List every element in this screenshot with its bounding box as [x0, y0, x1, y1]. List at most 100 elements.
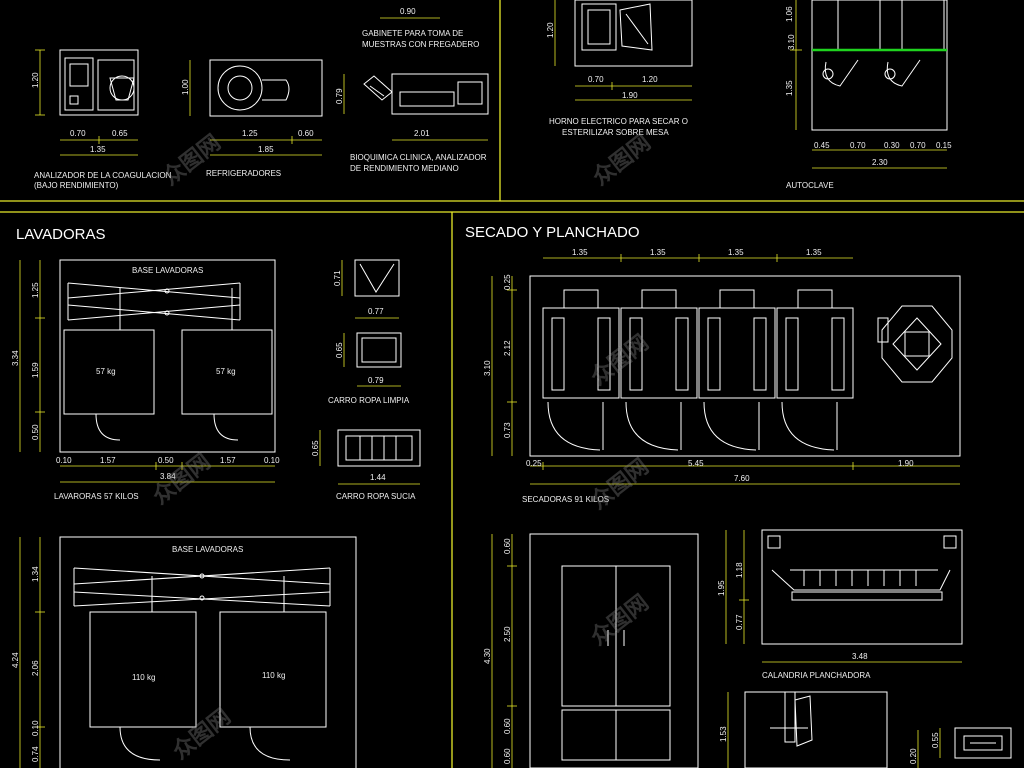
top-left-equipment [59, 49, 489, 117]
dim-label: 1.20 [31, 72, 40, 88]
dim-label: 0.10 [264, 456, 280, 465]
secado-title: SECADO Y PLANCHADO [465, 224, 640, 241]
dim-label: 0.10 [56, 456, 72, 465]
calandria-text: 1.95 1.18 0.77 3.48 CALANDRIA PLANCHADOR… [717, 562, 871, 680]
dim-label: 1.90 [622, 91, 638, 100]
dim-label: 0.90 [400, 7, 416, 16]
dim-label: 3.10 [787, 34, 796, 50]
dim-label: 0.25 [503, 274, 512, 290]
dim-label: 1.35 [785, 80, 794, 96]
refrigeradores-label: REFRIGERADORES [206, 169, 281, 178]
dim-label: 0.74 [31, 746, 40, 762]
dim-label: 1.95 [717, 580, 726, 596]
dim-label: 1.44 [370, 473, 386, 482]
dim-label: 0.79 [368, 376, 384, 385]
bioquimica-label-1: BIOQUIMICA CLINICA, ANALIZADOR [350, 153, 487, 162]
lavadoras-57-dimensions [19, 260, 420, 485]
dim-label: 0.60 [503, 718, 512, 734]
dim-label: 1.53 [719, 726, 728, 742]
dim-label: 0.25 [526, 459, 542, 468]
calandria-label: CALANDRIA PLANCHADORA [762, 671, 871, 680]
secadoras-plan [529, 275, 961, 457]
lavadoras-110-text: BASE LAVADORAS 110 kg 110 kg 4.24 1.34 2… [11, 545, 285, 762]
carro-sucia-label: CARRO ROPA SUCIA [336, 492, 416, 501]
base-lavadoras-label: BASE LAVADORAS [172, 545, 243, 554]
horno-label-1: HORNO ELECTRICO PARA SECAR O [549, 117, 688, 126]
dim-label: 0.50 [31, 424, 40, 440]
dim-label: 0.65 [311, 440, 320, 456]
capacity-label: 110 kg [132, 673, 155, 682]
dim-label: 1.35 [728, 248, 744, 257]
top-left-dimensions [35, 17, 488, 156]
dim-label: 1.57 [220, 456, 236, 465]
gabinete-label-1: GABINETE PARA TOMA DE [362, 29, 463, 38]
cabinet-text: 4.30 0.60 2.50 0.60 0.60 [483, 538, 512, 764]
secadoras-text: 1.35 1.35 1.35 1.35 3.10 0.25 2.12 0.73 … [483, 248, 914, 504]
dim-label: 0.60 [503, 748, 512, 764]
dim-label: 4.24 [11, 652, 20, 668]
bioquimica-label-2: DE RENDIMIENTO MEDIANO [350, 164, 459, 173]
gabinete-label-2: MUESTRAS CON FREGADERO [362, 40, 479, 49]
dim-label: 0.60 [298, 129, 314, 138]
carro-ropa-sucia-plan [337, 429, 421, 467]
dim-label: 1.35 [650, 248, 666, 257]
dim-label: 1.57 [100, 456, 116, 465]
carro-limpia-label: CARRO ROPA LIMPIA [328, 396, 410, 405]
dim-label: 1.35 [806, 248, 822, 257]
bottom-right-text: 1.53 0.20 0.55 [719, 726, 940, 764]
secadoras-dimensions [491, 254, 960, 485]
capacity-label: 57 kg [216, 367, 236, 376]
dim-label: 1.85 [258, 145, 274, 154]
dim-label: 1.59 [31, 362, 40, 378]
lavadoras-57-plan [59, 259, 276, 453]
dim-label: 0.15 [936, 141, 952, 150]
analizador-label-2: (BAJO RENDIMIENTO) [34, 181, 119, 190]
dim-label: 0.45 [814, 141, 830, 150]
dim-label: 0.70 [70, 129, 86, 138]
dim-label: 3.48 [852, 652, 868, 661]
top-right-dimensions [554, 0, 947, 169]
dim-label: 0.55 [931, 732, 940, 748]
autoclave-label: AUTOCLAVE [786, 181, 834, 190]
lavadoras-110-plan [59, 536, 357, 768]
dim-label: 1.20 [642, 75, 658, 84]
dim-label: 0.77 [368, 307, 384, 316]
dim-label: 2.12 [503, 340, 512, 356]
lavadoras-57-label: LAVARORAS 57 KILOS [54, 492, 139, 501]
dim-label: 0.77 [735, 614, 744, 630]
dim-label: 3.84 [160, 472, 176, 481]
dim-label: 0.71 [333, 270, 342, 286]
dim-label: 1.90 [898, 459, 914, 468]
lavadoras-110-dimensions [19, 537, 45, 768]
calandria-plan [761, 529, 963, 645]
capacity-label: 110 kg [262, 671, 285, 680]
dim-label: 1.06 [785, 6, 794, 22]
dim-label: 2.30 [872, 158, 888, 167]
base-lavadoras-label: BASE LAVADORAS [132, 266, 203, 275]
dim-label: 0.65 [335, 342, 344, 358]
dim-label: 0.20 [909, 748, 918, 764]
dim-label: 1.18 [735, 562, 744, 578]
dim-label: 0.30 [884, 141, 900, 150]
dim-label: 1.20 [546, 22, 555, 38]
top-left-text: 0.90 GABINETE PARA TOMA DE MUESTRAS CON … [31, 7, 487, 190]
dim-label: 2.06 [31, 660, 40, 676]
dim-label: 1.35 [572, 248, 588, 257]
top-right-text: 1.20 0.70 1.20 1.90 HORNO ELECTRICO PARA… [546, 6, 952, 190]
dim-label: 3.34 [11, 350, 20, 366]
dim-label: 3.10 [483, 360, 492, 376]
dim-label: 1.34 [31, 566, 40, 582]
dim-label: 1.00 [181, 79, 190, 95]
cabinet-dimensions [491, 534, 517, 768]
capacity-label: 57 kg [96, 367, 116, 376]
dim-label: 0.50 [158, 456, 174, 465]
analizador-label-1: ANALIZADOR DE LA COAGULACION [34, 171, 172, 180]
lavadoras-title: LAVADORAS [16, 226, 105, 243]
dim-label: 0.73 [503, 422, 512, 438]
lavadoras-57-text: BASE LAVADORAS 57 kg 57 kg 3.34 1.25 1.5… [11, 266, 416, 501]
dim-label: 0.10 [31, 720, 40, 736]
calandria-dimensions [725, 530, 962, 663]
dim-label: 0.65 [112, 129, 128, 138]
dim-label: 4.30 [483, 648, 492, 664]
